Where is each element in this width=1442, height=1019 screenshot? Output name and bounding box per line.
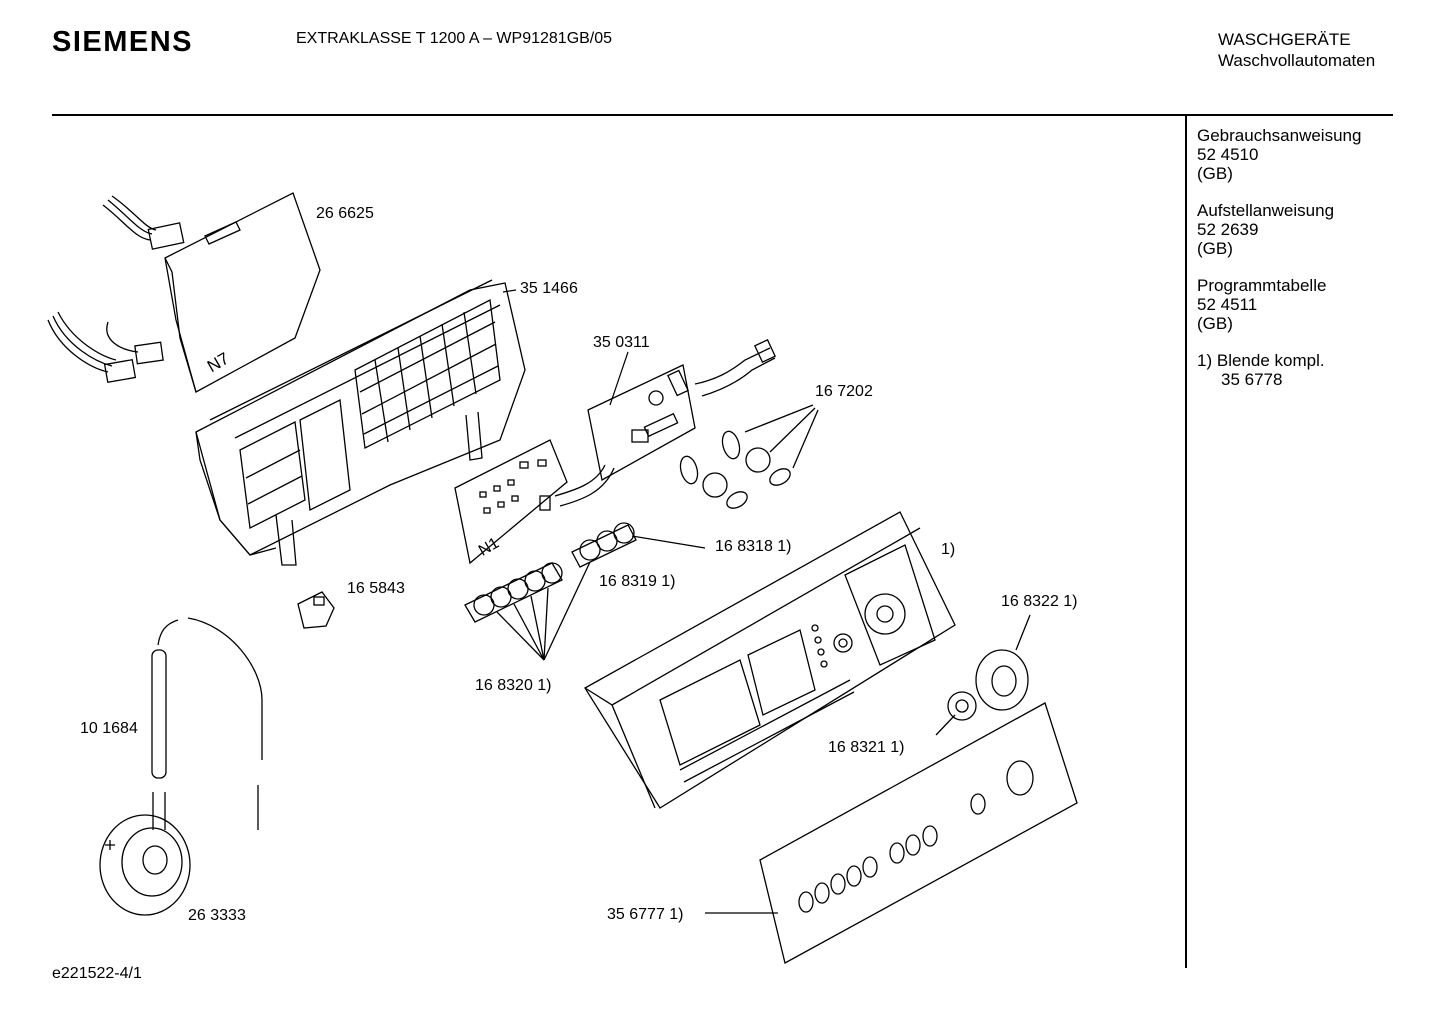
part-label-167202: 16 7202 (815, 383, 873, 400)
part-label-350311: 35 0311 (593, 334, 650, 351)
footnote-text: Blende kompl. (1216, 351, 1325, 370)
part-label-263333: 26 3333 (188, 907, 246, 924)
footnote-marker: 1) (1197, 351, 1213, 370)
control-board-n7: N7 (164, 192, 321, 393)
doc-region: (GB) (1197, 314, 1233, 333)
part-label-1683221: 16 8322 1) (1001, 593, 1078, 610)
knob-parts (935, 614, 1031, 736)
led-lenses (679, 404, 819, 509)
part-label-1683191: 16 8319 1) (599, 573, 676, 590)
model-title: EXTRAKLASSE T 1200 A – WP91281GB/05 (296, 30, 613, 47)
exploded-parts-diagram: N7 (47, 192, 1078, 964)
doc-region: (GB) (1197, 239, 1233, 258)
part-label-101684: 10 1684 (80, 720, 138, 737)
part-label-1683211: 16 8321 1) (828, 739, 905, 756)
doc-block-manual: Gebrauchsanweisung 52 4510 (GB) (1197, 126, 1361, 183)
switch-part (297, 591, 335, 629)
board-label-n7: N7 (204, 349, 232, 376)
button-strip-3 (571, 522, 706, 568)
doc-number: 52 4510 (1197, 145, 1259, 164)
subcategory-title: Waschvollautomaten (1218, 51, 1376, 70)
doc-title: Gebrauchsanweisung (1197, 126, 1362, 145)
button-strip-5 (464, 561, 591, 661)
doc-number: 52 2639 (1197, 220, 1259, 239)
electronic-module (554, 339, 777, 507)
documentation-sidebar: Gebrauchsanweisung 52 4510 (GB) Aufstell… (1197, 126, 1361, 389)
pressure-switch (99, 814, 191, 916)
leader-lines (502, 289, 629, 406)
doc-block-programme-table: Programmtabelle 52 4511 (GB) (1197, 276, 1361, 333)
sidebar-divider (1185, 116, 1187, 968)
footnote-panel-complete: 1) Blende kompl. 35 6778 (1197, 351, 1361, 389)
cable-harness-upper (47, 195, 185, 384)
part-label-note: 1) (941, 541, 955, 558)
front-plate (705, 702, 1078, 964)
part-label-1683201: 16 8320 1) (475, 677, 552, 694)
control-board-n1: N1 (454, 439, 568, 565)
part-label-266625: 26 6625 (316, 205, 374, 222)
part-label-351466: 35 1466 (520, 280, 578, 297)
doc-number: 52 4511 (1197, 295, 1258, 314)
part-label-165843: 16 5843 (347, 580, 405, 597)
pressure-hose (151, 617, 263, 830)
board-label-n1: N1 (476, 535, 502, 560)
fascia-panel (584, 511, 956, 809)
doc-title: Programmtabelle (1197, 276, 1327, 295)
part-label-1683181: 16 8318 1) (715, 538, 792, 555)
part-label-3567771: 35 6777 1) (607, 906, 684, 923)
category-title: WASCHGERÄTE (1218, 30, 1351, 49)
doc-block-installation: Aufstellanweisung 52 2639 (GB) (1197, 201, 1361, 258)
brand-logo: SIEMENS (52, 26, 194, 58)
doc-region: (GB) (1197, 164, 1233, 183)
footnote-number: 35 6778 (1221, 370, 1283, 389)
drawing-id: e221522-4/1 (52, 965, 142, 982)
control-frame (195, 279, 526, 566)
doc-title: Aufstellanweisung (1197, 201, 1335, 220)
header-divider (52, 114, 1393, 116)
